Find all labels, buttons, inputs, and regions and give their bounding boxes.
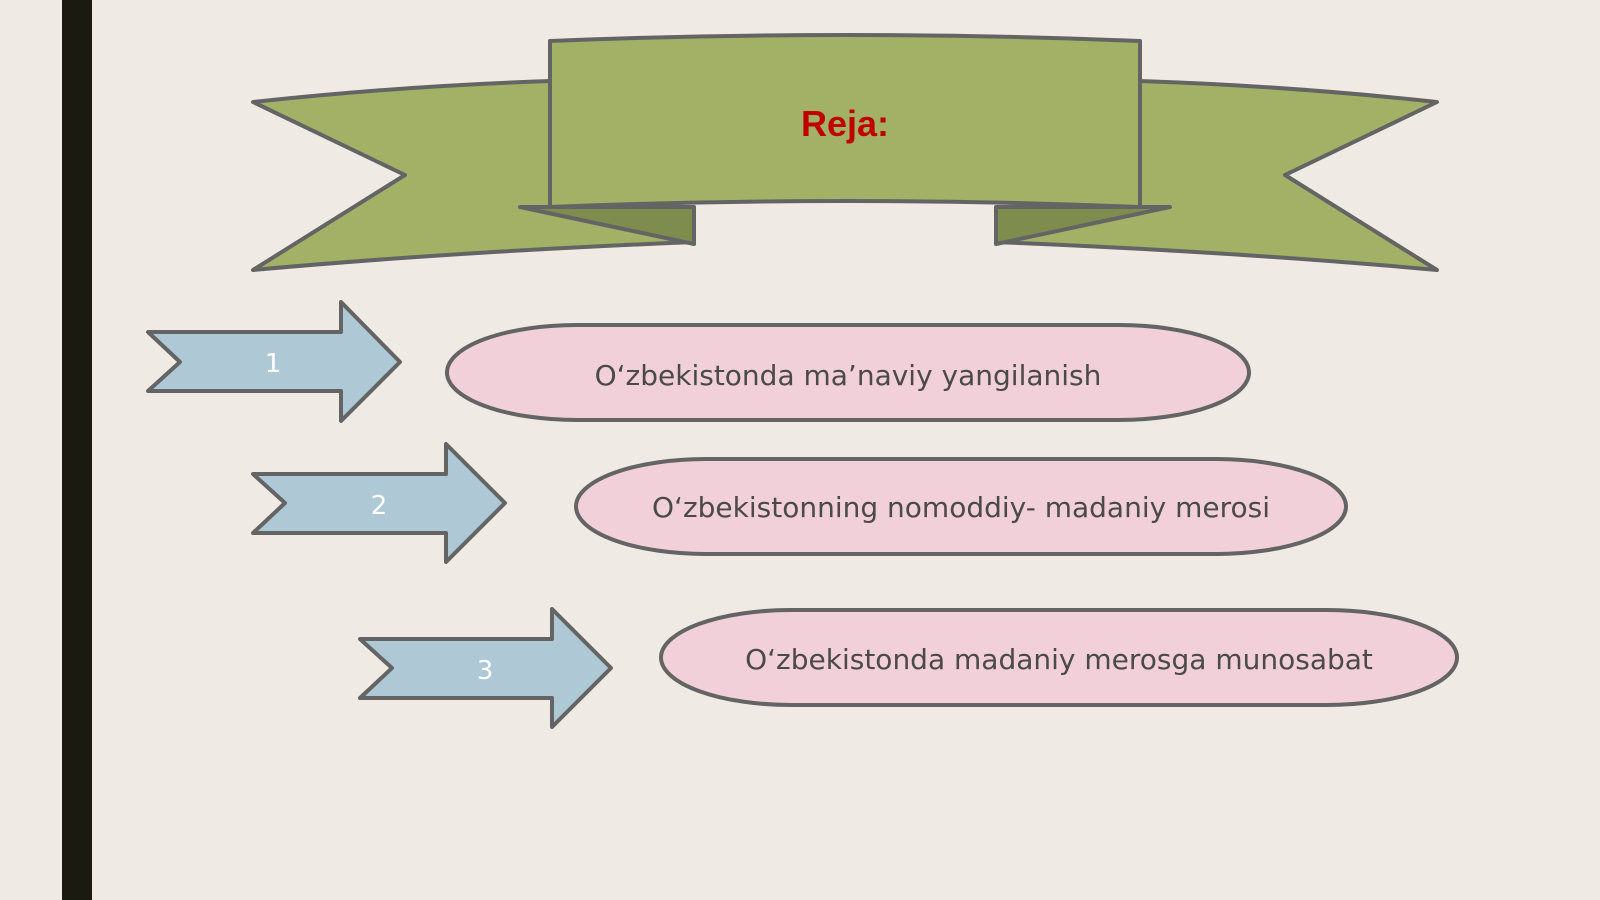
item-text-3: O‘zbekistonda madaniy merosga munosabat <box>745 643 1373 676</box>
title-banner: Reja: <box>251 33 1439 272</box>
pill-3 <box>659 608 1459 707</box>
arrow-1 <box>146 300 402 423</box>
page-title: Reja: <box>801 103 889 144</box>
item-text-1: O‘zbekistonda ma’naviy yangilanish <box>595 359 1102 392</box>
banner-right-fold <box>994 205 1172 246</box>
arrow-number-1: 1 <box>265 349 282 379</box>
arrow-number-3: 3 <box>477 656 494 686</box>
plan-item-2: 2 O‘zbekistonning nomoddiy- madaniy mero… <box>251 442 1348 564</box>
left-accent-bar <box>62 0 92 900</box>
plan-item-1: 1 O‘zbekistonda ma’naviy yangilanish <box>146 300 1251 423</box>
arrow-2 <box>251 442 507 564</box>
item-text-2: O‘zbekistonning nomoddiy- madaniy merosi <box>652 491 1270 524</box>
pill-2 <box>574 457 1348 556</box>
banner-left-fold <box>518 205 696 246</box>
plan-item-3: 3 O‘zbekistonda madaniy merosga munosaba… <box>358 607 1459 729</box>
arrow-3 <box>358 607 613 729</box>
pill-1 <box>445 323 1251 422</box>
banner-center <box>548 33 1142 209</box>
arrow-number-2: 2 <box>371 491 388 521</box>
